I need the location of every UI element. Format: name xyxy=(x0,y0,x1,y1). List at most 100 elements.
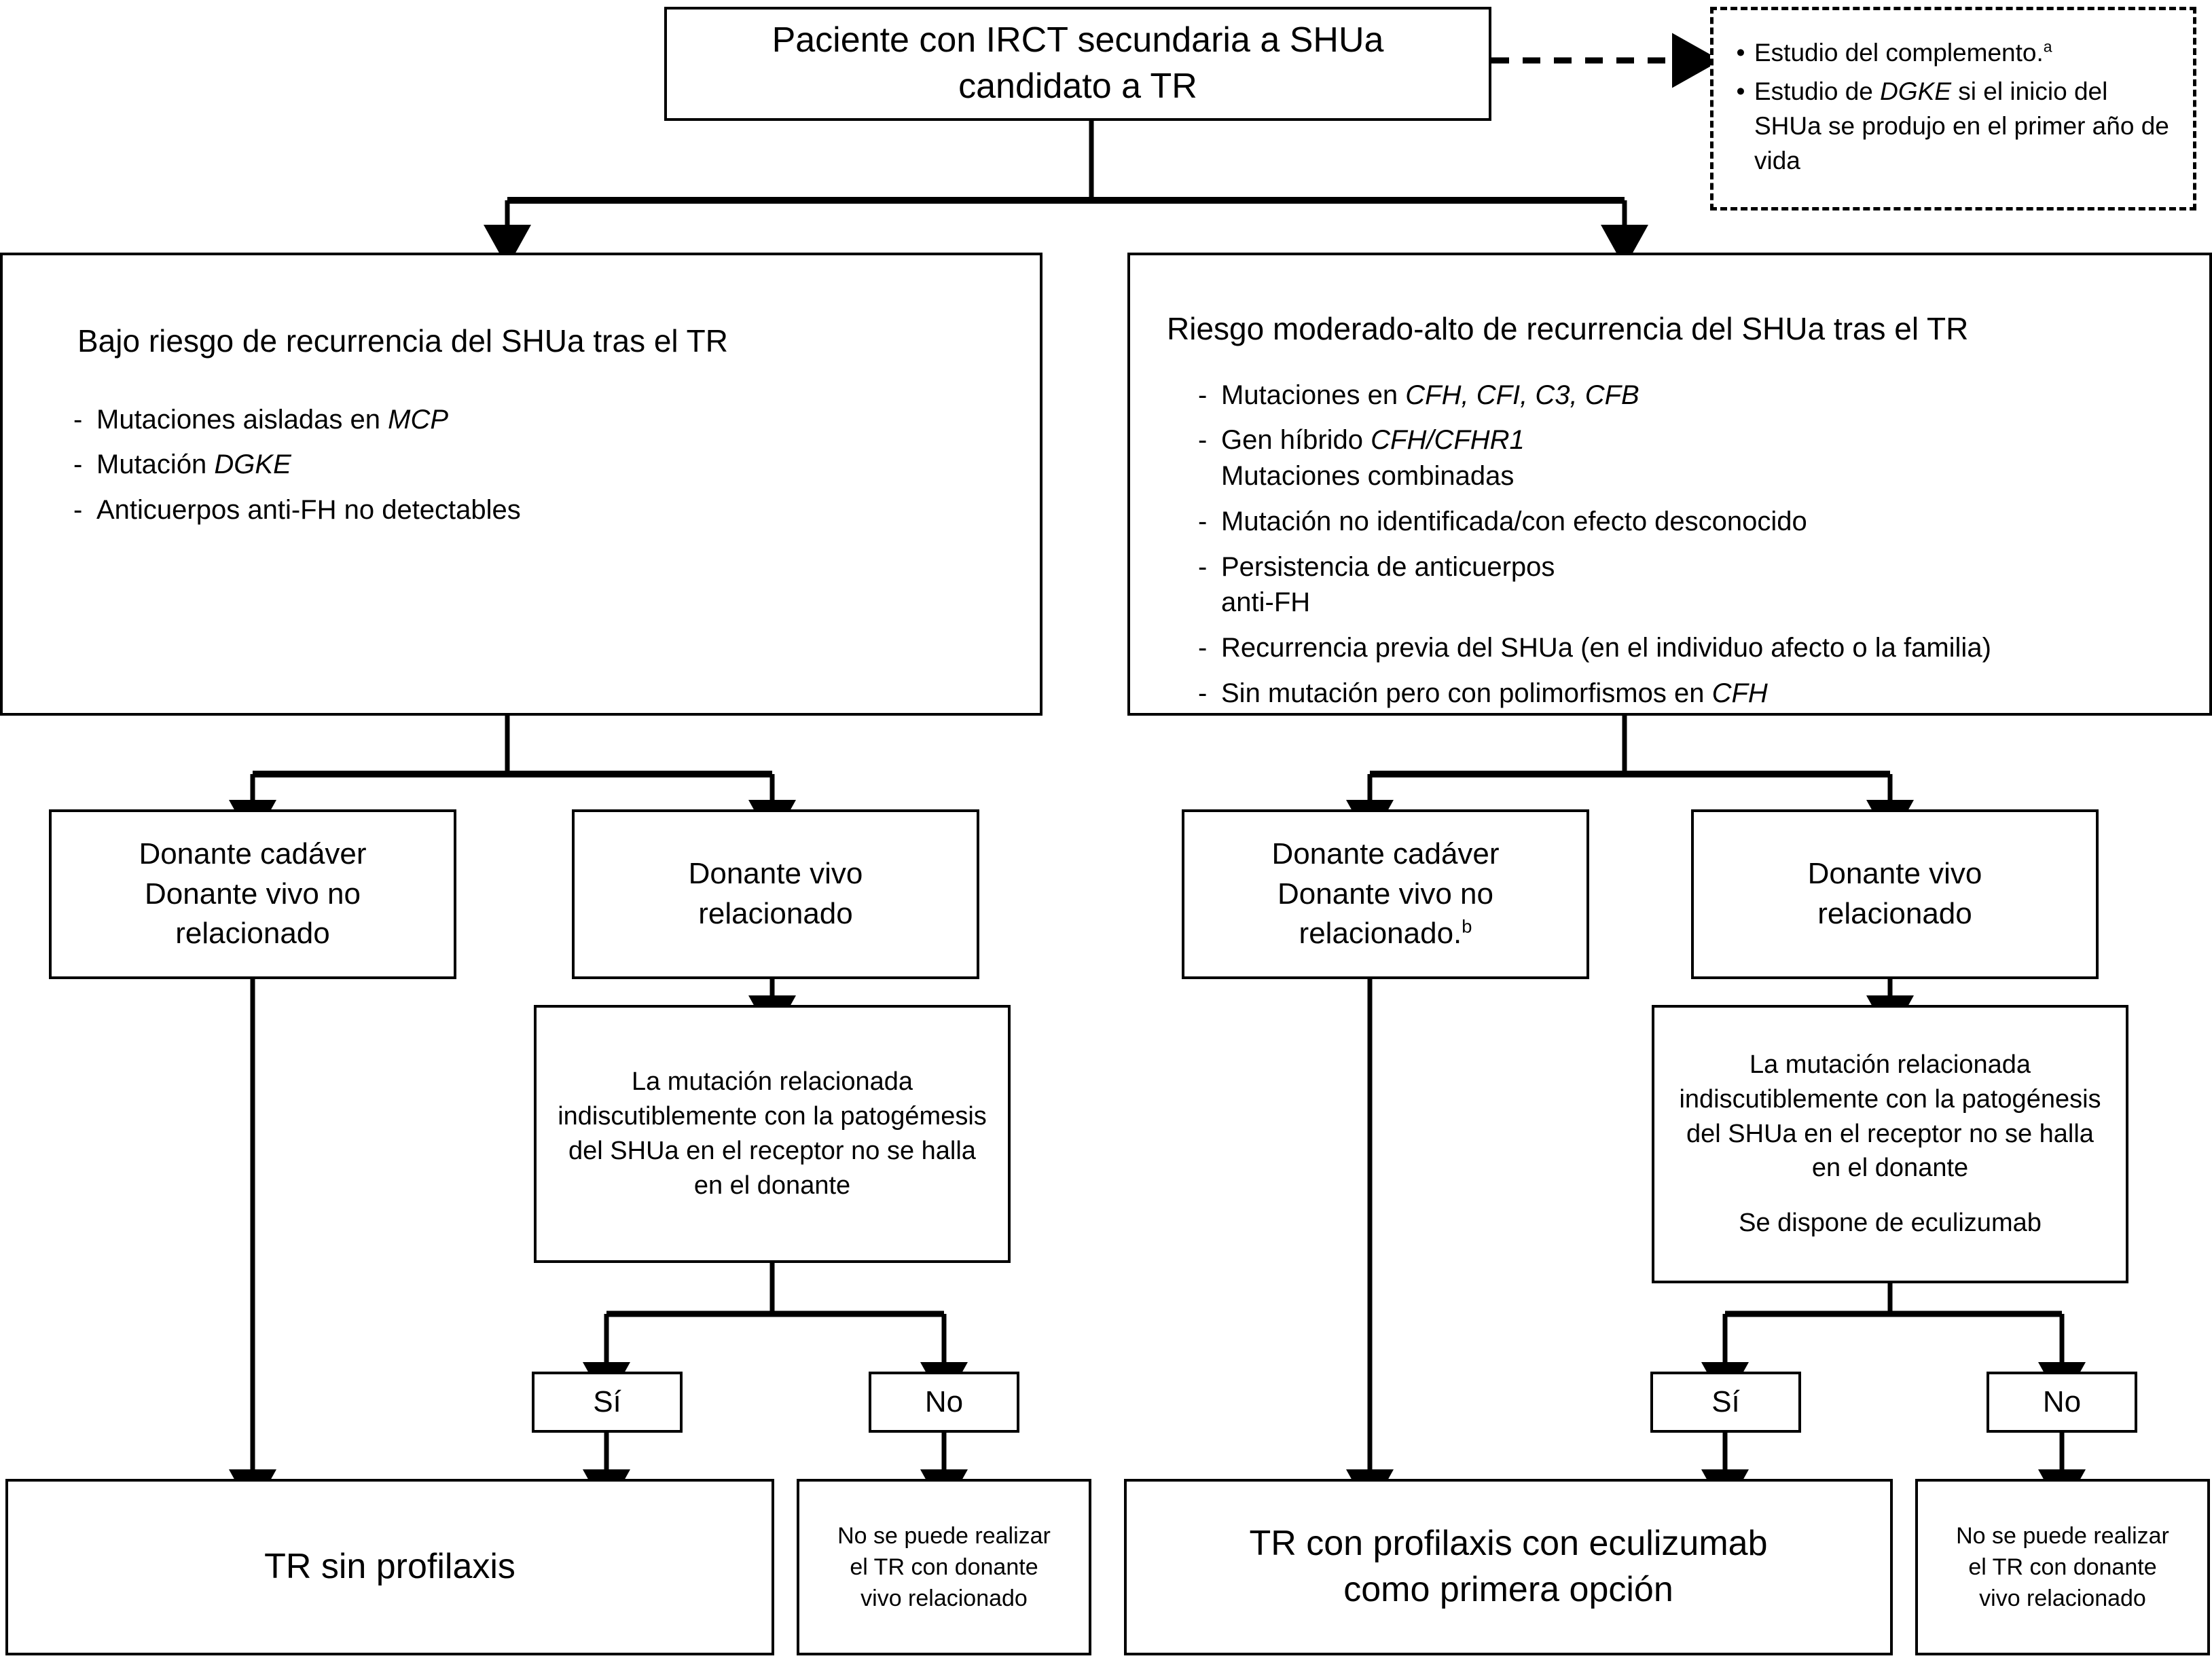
node-low-donor-living[interactable]: Donante vivo relacionado xyxy=(572,809,979,979)
high-risk-item-polymorphisms: - Sin mutación pero con polimorfismos en… xyxy=(1198,676,1991,712)
note-item-1-text: Estudio del complemento. xyxy=(1754,38,2044,67)
note-item-complement: • Estudio del complemento.a xyxy=(1727,35,2175,70)
low-cadaver-line2: Donante vivo no xyxy=(145,877,361,911)
high-blocked-line1: No se puede realizar xyxy=(1956,1522,2169,1549)
dash-glyph: - xyxy=(1198,380,1208,410)
high-risk-item-antibodies: - Persistencia de anticuerpos anti-FH xyxy=(1198,549,1991,621)
low-living-line1: Donante vivo xyxy=(688,857,863,891)
gene-dgke: DGKE xyxy=(214,450,291,480)
high-risk-item-recurrence: - Recurrencia previa del SHUa (en el ind… xyxy=(1198,630,1991,666)
high-mut-line5: Se dispone de eculizumab xyxy=(1739,1209,2042,1238)
high-risk-heading: Riesgo moderado-alto de recurrencia del … xyxy=(1167,311,1969,346)
high-mut-line2: indiscutiblemente con la patogénesis xyxy=(1679,1084,2101,1114)
high-risk-item-unknown: - Mutación no identificada/con efecto de… xyxy=(1198,504,1991,540)
low-risk-item-dgke: - Mutación DGKE xyxy=(73,447,521,483)
low-blocked-line3: vivo relacionado xyxy=(860,1585,1028,1612)
node-high-yes[interactable]: Sí xyxy=(1650,1372,1801,1433)
high-no-label: No xyxy=(2042,1384,2082,1418)
node-low-no[interactable]: No xyxy=(869,1372,1019,1433)
low-living-line2: relacionado xyxy=(698,897,853,930)
bullet-dot-icon: • xyxy=(1736,38,1745,67)
dash-glyph: - xyxy=(73,404,83,435)
high-item-1-pre: Mutaciones en xyxy=(1221,380,1406,410)
low-cadaver-line1: Donante cadáver xyxy=(139,837,367,870)
node-high-donor-living[interactable]: Donante vivo relacionado xyxy=(1691,809,2099,979)
high-mut-line1: La mutación relacionada xyxy=(1749,1050,2031,1079)
high-living-line1: Donante vivo xyxy=(1807,857,1982,891)
gene-cfh: CFH xyxy=(1711,678,1768,709)
node-outcome-tr-with-eculizumab[interactable]: TR con profilaxis con eculizumab como pr… xyxy=(1124,1479,1893,1655)
low-item-1-pre: Mutaciones aisladas en xyxy=(96,404,388,435)
high-risk-item-hybrid: - Gen híbrido CFH/CFHR1 Mutaciones combi… xyxy=(1198,422,1991,494)
dash-glyph: - xyxy=(73,450,83,480)
low-risk-heading: Bajo riesgo de recurrencia del SHUa tras… xyxy=(77,323,728,359)
node-high-no[interactable]: No xyxy=(1987,1372,2137,1433)
dash-glyph: - xyxy=(1198,678,1208,709)
footnote-marker-b: b xyxy=(1462,915,1472,937)
note-item-dgke: • Estudio de DGKE si el inicio del SHUa … xyxy=(1727,74,2175,178)
node-outcome-tr-no-prophylaxis[interactable]: TR sin profilaxis xyxy=(5,1479,774,1655)
low-item-2-pre: Mutación xyxy=(96,450,215,480)
high-cadaver-line2: Donante vivo no xyxy=(1277,877,1493,911)
gene-mcp: MCP xyxy=(388,404,449,435)
low-mut-line1: La mutación relacionada xyxy=(631,1067,913,1097)
low-blocked-line2: el TR con donante xyxy=(850,1554,1038,1580)
node-low-donor-cadaver[interactable]: Donante cadáver Donante vivo no relacion… xyxy=(49,809,456,979)
high-risk-list: - Mutaciones en CFH, CFI, C3, CFB - Gen … xyxy=(1198,378,1991,721)
low-mut-line4: en el donante xyxy=(693,1171,851,1200)
node-patient-candidate[interactable]: Paciente con IRCT secundaria a SHUa cand… xyxy=(664,7,1491,121)
low-outcome-label: TR sin profilaxis xyxy=(264,1547,515,1587)
low-risk-item-mcp: - Mutaciones aisladas en MCP xyxy=(73,402,521,438)
high-item-5-pre: Recurrencia previa del SHUa (en el indiv… xyxy=(1221,633,1991,663)
high-item-3-pre: Mutación no identificada/con efecto desc… xyxy=(1221,506,1807,536)
bullet-dot-icon: • xyxy=(1736,77,1745,105)
high-item-4-pre: Persistencia de anticuerpos xyxy=(1221,551,1555,582)
high-mut-line4: en el donante xyxy=(1811,1154,1969,1183)
node-outcome-low-blocked[interactable]: No se puede realizar el TR con donante v… xyxy=(797,1479,1091,1655)
high-risk-item-mutations: - Mutaciones en CFH, CFI, C3, CFB xyxy=(1198,378,1991,414)
note-item-2-post: si el inicio del SHUa se produjo en el p… xyxy=(1754,77,2169,175)
low-cadaver-line3: relacionado xyxy=(175,917,330,951)
high-item-2-second: Mutaciones combinadas xyxy=(1221,461,1515,492)
high-cadaver-line3: relacionado. xyxy=(1299,917,1462,951)
high-item-6-pre: Sin mutación pero con polimorfismos en xyxy=(1221,678,1712,709)
node-high-risk[interactable]: Riesgo moderado-alto de recurrencia del … xyxy=(1127,253,2212,716)
node-complement-study-note[interactable]: • Estudio del complemento.a • Estudio de… xyxy=(1710,7,2196,210)
node-low-mutation-check[interactable]: La mutación relacionada indiscutiblement… xyxy=(534,1005,1011,1263)
high-outcome-line1: TR con profilaxis con eculizumab xyxy=(1249,1524,1768,1564)
low-no-label: No xyxy=(924,1384,964,1418)
low-mut-line2: indiscutiblemente con la patogémesis xyxy=(558,1102,987,1131)
high-cadaver-line1: Donante cadáver xyxy=(1271,837,1500,870)
low-mut-line3: del SHUa en el receptor no se halla xyxy=(568,1137,976,1165)
note-list: • Estudio del complemento.a • Estudio de… xyxy=(1727,35,2175,182)
low-blocked-line1: No se puede realizar xyxy=(837,1522,1051,1549)
node-low-risk[interactable]: Bajo riesgo de recurrencia del SHUa tras… xyxy=(0,253,1042,716)
high-outcome-line2: como primera opción xyxy=(1343,1570,1673,1609)
dash-glyph: - xyxy=(1198,506,1208,536)
low-risk-list: - Mutaciones aisladas en MCP - Mutación … xyxy=(73,402,521,538)
patient-line1: Paciente con IRCT secundaria a SHUa xyxy=(772,20,1384,60)
patient-line2: candidato a TR xyxy=(958,67,1197,106)
node-outcome-high-blocked[interactable]: No se puede realizar el TR con donante v… xyxy=(1915,1479,2210,1655)
high-mut-line3: del SHUa en el receptor no se halla xyxy=(1686,1119,2094,1148)
node-low-yes[interactable]: Sí xyxy=(532,1372,683,1433)
low-item-3-pre: Anticuerpos anti-FH no detectables xyxy=(96,495,521,526)
dash-glyph: - xyxy=(1198,551,1208,582)
gene-cfh-cfi-c3-cfb: CFH, CFI, C3, CFB xyxy=(1405,380,1639,410)
high-living-line2: relacionado xyxy=(1817,897,1972,930)
low-risk-item-antifh: - Anticuerpos anti-FH no detectables xyxy=(73,492,521,528)
dash-glyph: - xyxy=(1198,425,1208,456)
footnote-marker-a: a xyxy=(2043,37,2052,56)
node-high-donor-cadaver[interactable]: Donante cadáver Donante vivo no relacion… xyxy=(1182,809,1589,979)
high-yes-label: Sí xyxy=(1711,1384,1740,1418)
note-item-2-pre: Estudio de xyxy=(1754,77,1881,105)
high-blocked-line2: el TR con donante xyxy=(1968,1554,2157,1580)
node-high-mutation-check[interactable]: La mutación relacionada indiscutiblement… xyxy=(1652,1005,2128,1283)
high-blocked-line3: vivo relacionado xyxy=(1979,1585,2146,1612)
low-yes-label: Sí xyxy=(593,1384,621,1418)
high-item-4-second: anti-FH xyxy=(1221,587,1311,618)
dash-glyph: - xyxy=(1198,633,1208,663)
gene-dgke: DGKE xyxy=(1880,77,1951,105)
high-item-2-pre: Gen híbrido xyxy=(1221,425,1371,456)
